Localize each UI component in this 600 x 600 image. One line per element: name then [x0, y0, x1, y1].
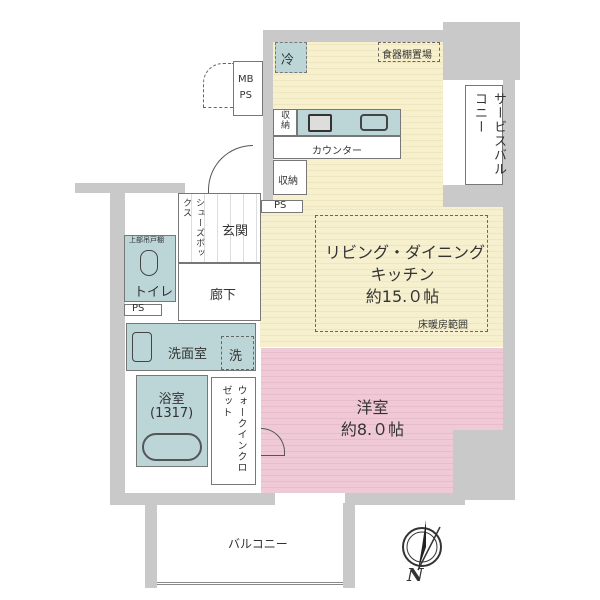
- bathroom-size: (1317): [150, 406, 194, 421]
- wall-top: [263, 30, 448, 42]
- entrance-door[interactable]: [208, 145, 253, 193]
- ldk-room-lower: [260, 207, 503, 347]
- mb-ps: [233, 61, 263, 116]
- ldk-area: 約15.０帖: [365, 287, 440, 306]
- ldk-name-line1: リビング・ダイニング: [325, 243, 486, 262]
- service-balcony: [465, 85, 503, 185]
- wall-service-balcony-bottom: [443, 185, 515, 207]
- bedroom-label: 洋室 約8.０帖: [325, 397, 420, 441]
- floor-heating-area: [315, 215, 488, 332]
- mb-ps-label: MB PS: [238, 72, 254, 104]
- bathtub-icon: [142, 433, 202, 461]
- ldk-name-line2: キッチン: [370, 265, 435, 284]
- floor-heating-label: 床暖房範囲: [418, 320, 468, 331]
- ps-label-toilet: PS: [132, 303, 145, 314]
- wall-bottom-right-block: [453, 430, 515, 500]
- kitchen-storage-label: 収納: [279, 110, 289, 130]
- toilet-cabinet-label: 上部吊戸棚: [129, 236, 164, 244]
- ps-box-toilet: [124, 304, 162, 316]
- bedroom-area: 約8.０帖: [340, 420, 405, 439]
- ps-box-ldk: [261, 200, 303, 213]
- ldk-storage: [273, 160, 307, 195]
- shoe-box-label: シューズボックス: [181, 198, 204, 258]
- wall-ldk-left: [263, 30, 273, 210]
- wall-bottom-right: [345, 493, 465, 505]
- balcony-label: バルコニー: [228, 537, 288, 551]
- hallway-label: 廊下: [210, 288, 237, 303]
- balcony-wall-right: [343, 503, 355, 588]
- wall-left-top: [75, 183, 185, 193]
- bathroom-label: 浴室 (1317): [150, 393, 193, 421]
- toilet-label: トイレ: [134, 285, 174, 300]
- wall-bottom: [110, 493, 275, 505]
- bedroom-upper: [261, 348, 503, 430]
- washroom-label: 洗面室: [168, 347, 208, 362]
- cupboard-space: [378, 42, 440, 62]
- bathroom-name: 浴室: [158, 392, 185, 407]
- wall-left: [110, 183, 125, 503]
- balcony: [157, 505, 343, 585]
- walk-in-closet-label: ウォークインクロゼット: [220, 385, 246, 473]
- ldk-storage-label: 収納: [278, 176, 298, 187]
- fridge-label: 冷: [281, 53, 295, 68]
- fridge-space: [275, 42, 307, 73]
- wash-basin-icon: [132, 332, 152, 362]
- counter-label: カウンター: [312, 146, 362, 157]
- entrance-label: 玄関: [222, 224, 249, 239]
- hallway: [178, 263, 261, 321]
- compass-north-label: N: [407, 565, 424, 586]
- mb-ps-line2: PS: [239, 90, 252, 101]
- counter: [273, 136, 401, 159]
- service-balcony-label: サービスバルコニー: [472, 92, 506, 176]
- washer-space: [221, 336, 254, 370]
- sink-icon: [360, 114, 388, 131]
- wall-upper-right-block: [443, 22, 520, 80]
- washroom: [126, 323, 256, 371]
- ldk-label: リビング・ダイニング キッチン 約15.０帖: [325, 242, 486, 308]
- ps-label-ldk: PS: [274, 200, 287, 211]
- stove-icon: [308, 114, 332, 132]
- cupboard-label: 食器棚置場: [382, 50, 432, 61]
- bedroom-name: 洋室: [356, 398, 389, 417]
- entrance: [178, 193, 261, 263]
- kitchen-storage: [273, 109, 297, 136]
- wall-right: [503, 80, 515, 430]
- toilet-bowl-icon: [140, 250, 158, 276]
- compass-icon: [402, 520, 442, 571]
- walk-in-closet: [211, 377, 256, 485]
- bedroom-lower: [261, 428, 453, 493]
- mb-ps-door[interactable]: [203, 63, 233, 108]
- mb-ps-line1: MB: [238, 74, 254, 85]
- balcony-wall-left: [145, 503, 157, 588]
- washer-label: 洗: [229, 349, 243, 364]
